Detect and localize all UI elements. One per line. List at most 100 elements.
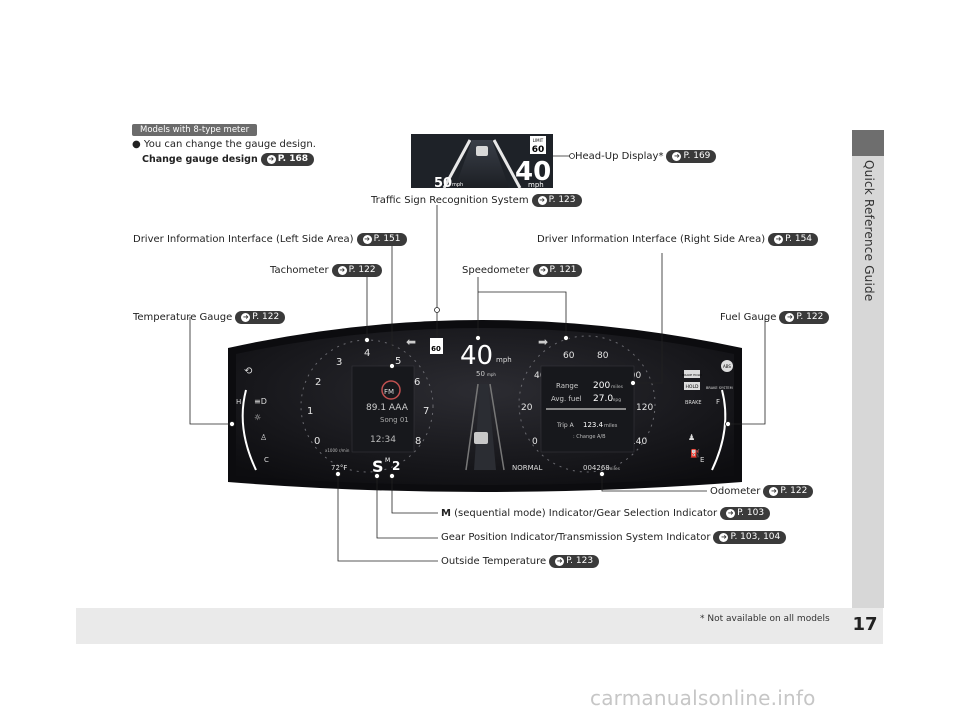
models-tag: Models with 8-type meter [132, 124, 258, 136]
traffic-sign-icon [430, 338, 443, 354]
center-speed-unit: mph [496, 356, 512, 364]
arrow-icon: ➜ [672, 152, 682, 161]
speedo-tick: 20 [521, 403, 533, 413]
tach-tick: 2 [315, 377, 321, 388]
car-icon [476, 146, 488, 156]
avg-fuel-unit: mpg [611, 398, 621, 403]
instrument-cluster: 0 1 2 3 4 5 6 7 8 x1000 r/min FM 89.1 AA… [228, 320, 742, 492]
lane-road [474, 384, 496, 470]
radio-band: FM [384, 388, 394, 396]
avg-fuel-value: 27.0 [593, 394, 613, 404]
gear-letter: S [372, 457, 384, 476]
arrow-icon: ➜ [726, 509, 736, 518]
callout-m-indicator[interactable]: M (sequential mode) Indicator/Gear Selec… [441, 507, 771, 520]
range-value: 200 [593, 381, 610, 391]
temp-hot: H [236, 398, 241, 406]
fuel-bar [546, 408, 626, 410]
page-ref-badge[interactable]: ➜P. 123 [549, 555, 600, 568]
arrow-icon: ➜ [555, 557, 565, 566]
hold-text: HOLD [686, 384, 699, 390]
brake-system-text: BRAKE SYSTEM [706, 386, 733, 390]
arrow-icon: ➜ [785, 313, 795, 322]
tach-tick: 8 [415, 436, 421, 447]
change-gauge-label: Change gauge design [142, 154, 258, 165]
hold-badge [684, 382, 700, 390]
arrow-icon: ➜ [769, 487, 779, 496]
callout-gear-position[interactable]: Gear Position Indicator/Transmission Sys… [441, 531, 787, 544]
page-ref-badge[interactable]: ➜P. 123 [531, 194, 582, 207]
hud-set-unit: mph [452, 182, 463, 188]
arrow-icon: ➜ [719, 533, 729, 542]
bullet-text: ● You can change the gauge design. [132, 139, 316, 150]
arrow-icon: ➜ [241, 313, 251, 322]
tach-unit: x1000 r/min [325, 448, 350, 453]
tach-tick: 4 [364, 348, 370, 359]
callout-hud[interactable]: Head-Up Display*➜P. 169 [575, 150, 717, 163]
trip-unit: miles [604, 423, 618, 429]
tach-tick: 3 [336, 357, 342, 368]
song-title: Song 01 [380, 416, 409, 424]
change-gauge-link[interactable]: Change gauge design➜P. 168 [142, 153, 314, 166]
page-ref-badge[interactable]: ➜P. 122 [331, 264, 382, 277]
gear-m: M [385, 457, 390, 464]
callout-speedometer[interactable]: Speedometer➜P. 121 [462, 264, 583, 277]
hud-image: LIMIT 60 40 mph 50 mph [411, 134, 553, 191]
change-hint: : Change A/B [573, 434, 606, 440]
callout-traffic-sign[interactable]: Traffic Sign Recognition System➜P. 123 [371, 194, 582, 207]
page-number: 17 [852, 614, 878, 635]
page-ref-badge[interactable]: ➜P. 122 [763, 485, 814, 498]
page-ref-badge[interactable]: ➜P. 151 [356, 233, 407, 246]
fuel-gauge-arc [711, 389, 727, 471]
callout-dii-right[interactable]: Driver Information Interface (Right Side… [537, 233, 819, 246]
callout-tachometer[interactable]: Tachometer➜P. 122 [270, 264, 382, 277]
arrow-icon: ➜ [537, 196, 547, 205]
bullet-label: You can change the gauge design. [143, 139, 316, 150]
callout-dii-left[interactable]: Driver Information Interface (Left Side … [133, 233, 407, 246]
sidebar-band [852, 156, 884, 608]
temperature-gauge-arc [241, 389, 257, 471]
page-ref-badge[interactable]: ➜P. 121 [532, 264, 583, 277]
speedo-tick: 0 [532, 437, 538, 447]
page-ref-badge[interactable]: ➜P. 103 [720, 507, 771, 520]
hud-speed: 40 [515, 157, 551, 187]
abs-icon [721, 360, 733, 372]
callout-fuel-gauge[interactable]: Fuel Gauge➜P. 122 [720, 311, 830, 324]
callout-temp-gauge[interactable]: Temperature Gauge➜P. 122 [133, 311, 286, 324]
page-ref-badge[interactable]: ➜P. 169 [666, 150, 717, 163]
speedo-tick: 40 [534, 371, 546, 381]
seatbelt-icon: ♙ [260, 433, 267, 442]
gear-number: 2 [392, 459, 400, 473]
temp-cold: C [264, 456, 269, 464]
outside-temp-value: 72°F [331, 464, 347, 472]
hud-speed-unit: mph [528, 181, 544, 189]
page-ref-badge[interactable]: ➜P. 122 [235, 311, 286, 324]
center-speed: 40 [460, 341, 493, 371]
page-ref-badge[interactable]: ➜P. 122 [779, 311, 830, 324]
page-ref-badge[interactable]: ➜P. 103, 104 [713, 531, 787, 544]
traffic-sign-value: 60 [431, 345, 441, 353]
watermark: carmanualsonline.info [590, 686, 816, 710]
arrow-icon: ➜ [362, 235, 372, 244]
odometer-unit: miles [608, 466, 621, 472]
speedo-tick: 120 [636, 403, 653, 413]
abs-text: ABS [723, 364, 731, 369]
leader-lines [189, 155, 766, 562]
tach-tick: 0 [314, 436, 320, 447]
arrow-icon: ➜ [266, 155, 276, 164]
callout-odometer[interactable]: Odometer➜P. 122 [710, 485, 814, 498]
left-turn-icon: ⬅ [406, 335, 416, 349]
odometer-value: 004268 [583, 464, 610, 472]
page-ref-badge[interactable]: ➜P. 154 [768, 233, 819, 246]
sidebar-tab [852, 130, 884, 156]
hud-set-speed: 50 [434, 176, 452, 191]
footer-band [76, 608, 883, 644]
speedo-tick: 80 [597, 351, 609, 361]
callout-outside-temp[interactable]: Outside Temperature➜P. 123 [441, 555, 600, 568]
tach-tick: 6 [414, 377, 420, 388]
tach-tick: 1 [307, 406, 313, 417]
tach-tick: 5 [395, 356, 401, 367]
warning-icon: ⟲ [244, 366, 253, 377]
drive-mode: NORMAL [512, 464, 542, 472]
page-ref-badge[interactable]: ➜P. 168 [260, 153, 314, 166]
